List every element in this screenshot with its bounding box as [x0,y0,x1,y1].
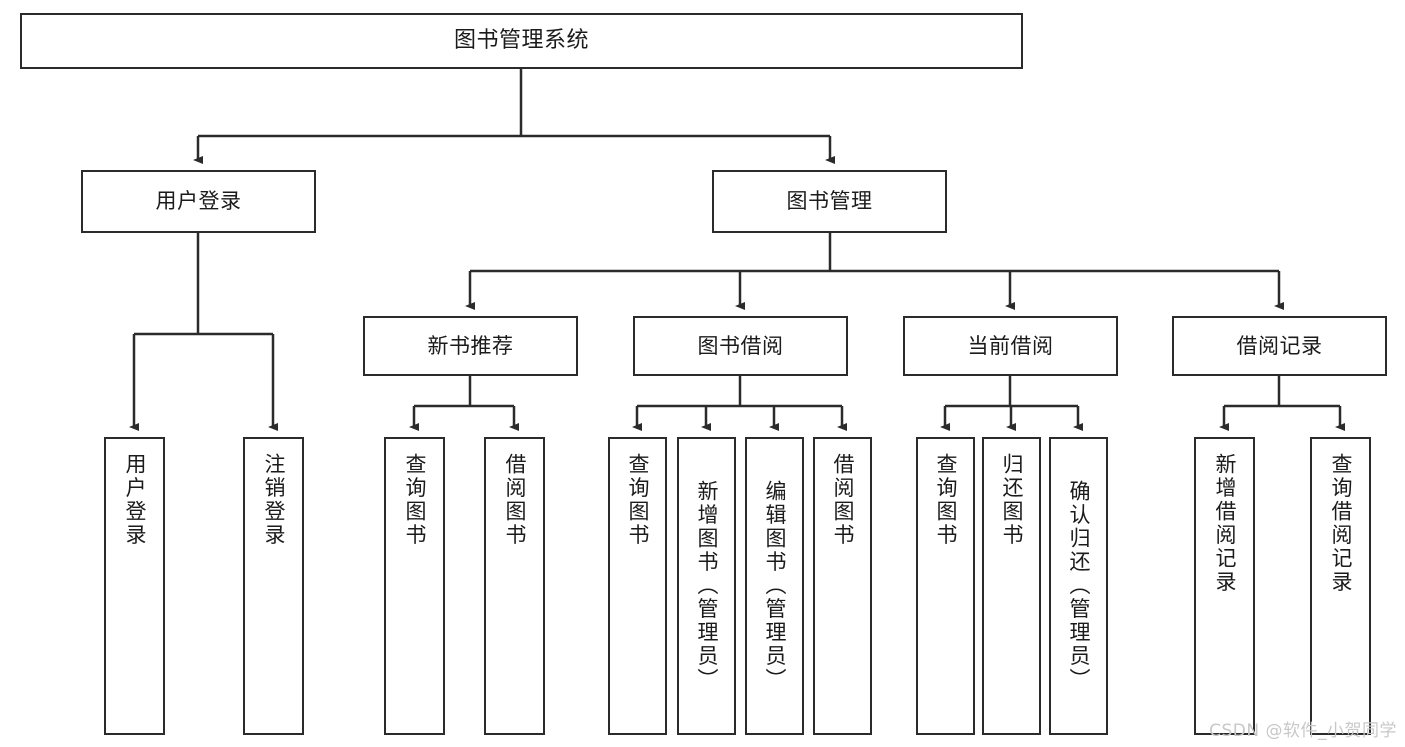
leaf-confirm-return-admin[interactable]: 确认归还（管理员） [1049,437,1108,735]
node-label: 新增图书（管理员） [695,480,719,692]
leaf-search-borrow-record[interactable]: 查询借阅记录 [1310,437,1371,735]
node-new-book-recommendation[interactable]: 新书推荐 [363,316,578,376]
leaf-search-book-borrow[interactable]: 查询图书 [608,437,667,735]
node-root-system[interactable]: 图书管理系统 [20,13,1023,69]
leaf-add-borrow-record[interactable]: 新增借阅记录 [1194,437,1255,735]
node-label: 用户登录 [123,453,147,547]
node-label: 查询图书 [626,453,650,547]
node-label: 当前借阅 [967,333,1054,358]
csdn-watermark: CSDN @软件_小贺同学 [1209,721,1397,741]
leaf-borrow-book-new[interactable]: 借阅图书 [484,437,545,735]
node-label: 编辑图书（管理员） [763,480,787,692]
node-label: 注销登录 [262,453,286,547]
node-label: 用户登录 [155,189,242,214]
node-label: 查询图书 [403,453,427,547]
leaf-user-login[interactable]: 用户登录 [104,437,165,735]
leaf-user-logout[interactable]: 注销登录 [243,437,304,735]
node-label: 归还图书 [1000,453,1024,547]
leaf-search-book-current[interactable]: 查询图书 [916,437,975,735]
node-label: 新书推荐 [427,333,514,358]
node-label: 确认归还（管理员） [1067,480,1091,692]
node-label: 借阅记录 [1236,333,1323,358]
node-label: 借阅图书 [503,453,527,547]
node-label: 借阅图书 [831,453,855,547]
node-current-borrow[interactable]: 当前借阅 [903,316,1118,376]
node-label: 图书借阅 [697,333,784,358]
node-label: 查询借阅记录 [1329,453,1353,594]
node-label: 图书管理系统 [453,28,589,54]
node-label: 新增借阅记录 [1213,453,1237,594]
node-user-login[interactable]: 用户登录 [81,170,316,233]
leaf-borrow-book[interactable]: 借阅图书 [813,437,872,735]
leaf-search-book-new[interactable]: 查询图书 [384,437,445,735]
leaf-edit-book-admin[interactable]: 编辑图书（管理员） [745,437,804,735]
node-borrow-record[interactable]: 借阅记录 [1172,316,1387,376]
node-book-borrow[interactable]: 图书借阅 [633,316,848,376]
node-label: 图书管理 [786,189,873,214]
leaf-add-book-admin[interactable]: 新增图书（管理员） [677,437,736,735]
node-label: 查询图书 [934,453,958,547]
leaf-return-book[interactable]: 归还图书 [982,437,1041,735]
node-book-management[interactable]: 图书管理 [712,170,947,233]
